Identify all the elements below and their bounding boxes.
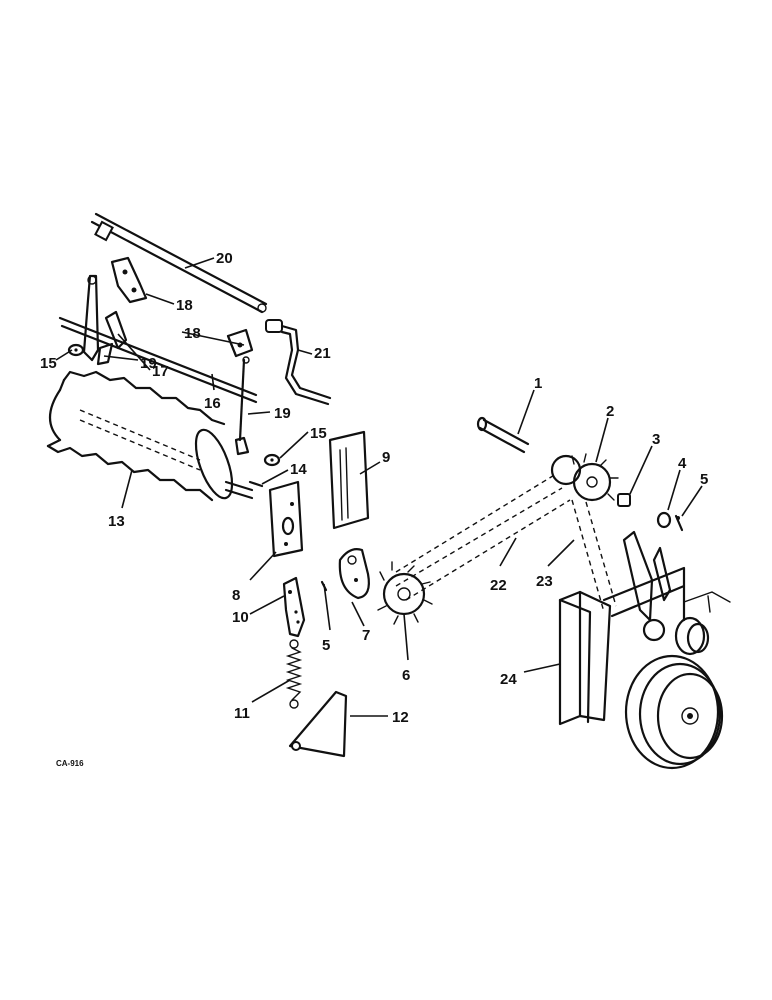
callout-1: 1 — [534, 375, 542, 392]
part-12-triangular-plate — [288, 690, 348, 758]
callout-2: 2 — [606, 403, 614, 420]
callout-17: 17 — [152, 363, 169, 380]
callout-19-right: 19 — [274, 405, 291, 422]
part-15-washer-left — [67, 343, 85, 357]
callout-5-center: 5 — [322, 637, 330, 654]
callout-7: 7 — [362, 627, 370, 644]
callout-10: 10 — [232, 609, 249, 626]
callout-19-left: 19 — [140, 355, 157, 372]
callout-13: 13 — [108, 513, 125, 530]
part-3-bushing — [617, 493, 631, 507]
part-11-spring — [285, 639, 303, 709]
part-17-19-linkage — [82, 274, 250, 456]
callout-21: 21 — [314, 345, 331, 362]
part-2-sprocket — [550, 453, 619, 502]
part-1-sleeve — [476, 416, 530, 454]
callout-9: 9 — [382, 449, 390, 466]
callout-15-right: 15 — [310, 425, 327, 442]
callout-11: 11 — [234, 705, 250, 722]
leader-lines — [55, 257, 703, 717]
part-13-drum — [46, 370, 254, 502]
callout-20: 20 — [216, 250, 233, 267]
part-10-arm — [282, 576, 306, 638]
part-22-chain — [395, 473, 571, 601]
callout-5-right: 5 — [700, 471, 708, 488]
callout-18-lower: 18 — [184, 325, 201, 342]
callout-16: 16 — [204, 395, 221, 412]
callout-22: 22 — [490, 577, 507, 594]
callout-23: 23 — [536, 573, 553, 590]
part-4-nut — [656, 511, 672, 529]
callout-18-upper: 18 — [176, 297, 193, 314]
image-code: CA-916 — [56, 759, 84, 768]
part-8-slotted-plate — [268, 480, 304, 558]
part-18-bracket-upper — [110, 256, 148, 304]
callout-3: 3 — [652, 431, 660, 448]
part-6-sprocket — [377, 561, 433, 625]
callout-4: 4 — [678, 455, 687, 472]
part-21-crank — [265, 319, 332, 406]
part-24-main-pulley — [624, 654, 724, 770]
part-23-chain — [571, 499, 617, 613]
part-5-pin-right — [674, 514, 684, 532]
callout-12: 12 — [392, 709, 409, 726]
part-24-frame — [558, 530, 731, 726]
callout-8: 8 — [232, 587, 240, 604]
part-9-plate — [328, 430, 370, 530]
callout-14: 14 — [290, 461, 307, 478]
callout-6: 6 — [402, 667, 410, 684]
callout-15-left: 15 — [40, 355, 57, 372]
part-16-rod — [58, 316, 258, 404]
part-14-pin — [248, 480, 264, 488]
callout-24: 24 — [500, 671, 517, 688]
part-7-cam — [338, 548, 370, 600]
part-15-washer-right — [263, 453, 281, 467]
callout-labels: 20 18 18 21 15 17 19 16 19 15 14 9 13 8 … — [40, 250, 708, 768]
part-20-shaft — [90, 212, 268, 314]
